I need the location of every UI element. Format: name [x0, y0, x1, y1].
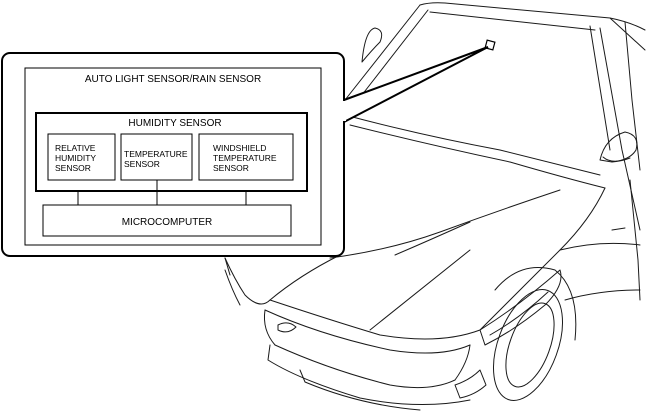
microcomputer-label: MICROCOMPUTER	[122, 217, 213, 228]
mirror-right-base	[602, 156, 631, 162]
relative-humidity-sensor-box	[47, 133, 116, 181]
a-pillar-right	[599, 27, 641, 231]
side-sill	[559, 242, 641, 251]
windshield-temp-line-2: TEMPERATURE	[213, 153, 277, 163]
door-handle	[611, 227, 626, 231]
sensor-connectors	[77, 180, 247, 205]
a-pillar-right-inner	[589, 25, 611, 151]
cowl-line	[344, 114, 601, 176]
temperature-line-2: SENSOR	[124, 159, 160, 169]
fender-left-2	[224, 269, 241, 306]
callout-join-mask	[341, 101, 346, 121]
roof-side	[609, 17, 646, 51]
cowl-line-2	[349, 124, 606, 189]
windshield-temperature-sensor-label: WINDSHIELD TEMPERATURE SENSOR	[213, 143, 279, 173]
fender-left	[224, 257, 271, 305]
door-line	[629, 179, 641, 301]
humidity-sensor-box	[35, 112, 308, 192]
temperature-sensor-label: TEMPERATURE SENSOR	[124, 149, 190, 169]
body-left	[224, 257, 231, 276]
hood-right-edge	[479, 187, 606, 331]
microcomputer-box	[42, 204, 292, 237]
wheel-arch-right	[494, 267, 577, 341]
hood-center	[394, 221, 471, 256]
grille-bottom	[274, 344, 456, 389]
mirror-left	[361, 27, 383, 63]
hood-left-edge	[269, 254, 341, 301]
relative-humidity-line-2: HUMIDITY	[55, 153, 96, 163]
humidity-sensor-title: HUMIDITY SENSOR	[128, 118, 221, 129]
hood-front-edge	[269, 299, 481, 340]
car-illustration	[224, 2, 646, 411]
wheel-right	[493, 289, 563, 401]
bumper-lower	[267, 344, 471, 406]
a-pillar-left-inner	[357, 9, 429, 101]
hood-crease-2	[369, 249, 471, 331]
temperature-line-1: TEMPERATURE	[124, 149, 188, 159]
windshield-temperature-sensor-box	[198, 133, 294, 181]
windshield-temp-line-1: WINDSHIELD	[213, 143, 266, 153]
side-lower	[564, 289, 641, 301]
a-pillar-left	[344, 4, 421, 101]
bumper-lower-2	[299, 369, 421, 411]
relative-humidity-line-3: SENSOR	[55, 163, 91, 173]
headlight-right-inner	[489, 291, 549, 336]
auto-light-rain-sensor-box	[24, 67, 322, 246]
windshield-temp-line-3: SENSOR	[213, 163, 249, 173]
relative-humidity-sensor-label: RELATIVE HUMIDITY SENSOR	[55, 143, 98, 173]
roof-side-2	[624, 21, 641, 171]
emblem	[277, 322, 297, 333]
relative-humidity-line-1: RELATIVE	[55, 143, 96, 153]
fog-light	[454, 369, 487, 399]
windshield-top-inner	[429, 11, 596, 31]
mirror-right	[599, 131, 638, 163]
grille-left	[264, 309, 276, 346]
auto-light-rain-sensor-title: AUTO LIGHT SENSOR/RAIN SENSOR	[85, 74, 261, 85]
roof-line	[419, 2, 646, 31]
hood-crease	[329, 189, 561, 259]
grille-top	[264, 309, 471, 354]
wheel-right-inner	[505, 302, 555, 388]
grille-right	[454, 344, 471, 381]
